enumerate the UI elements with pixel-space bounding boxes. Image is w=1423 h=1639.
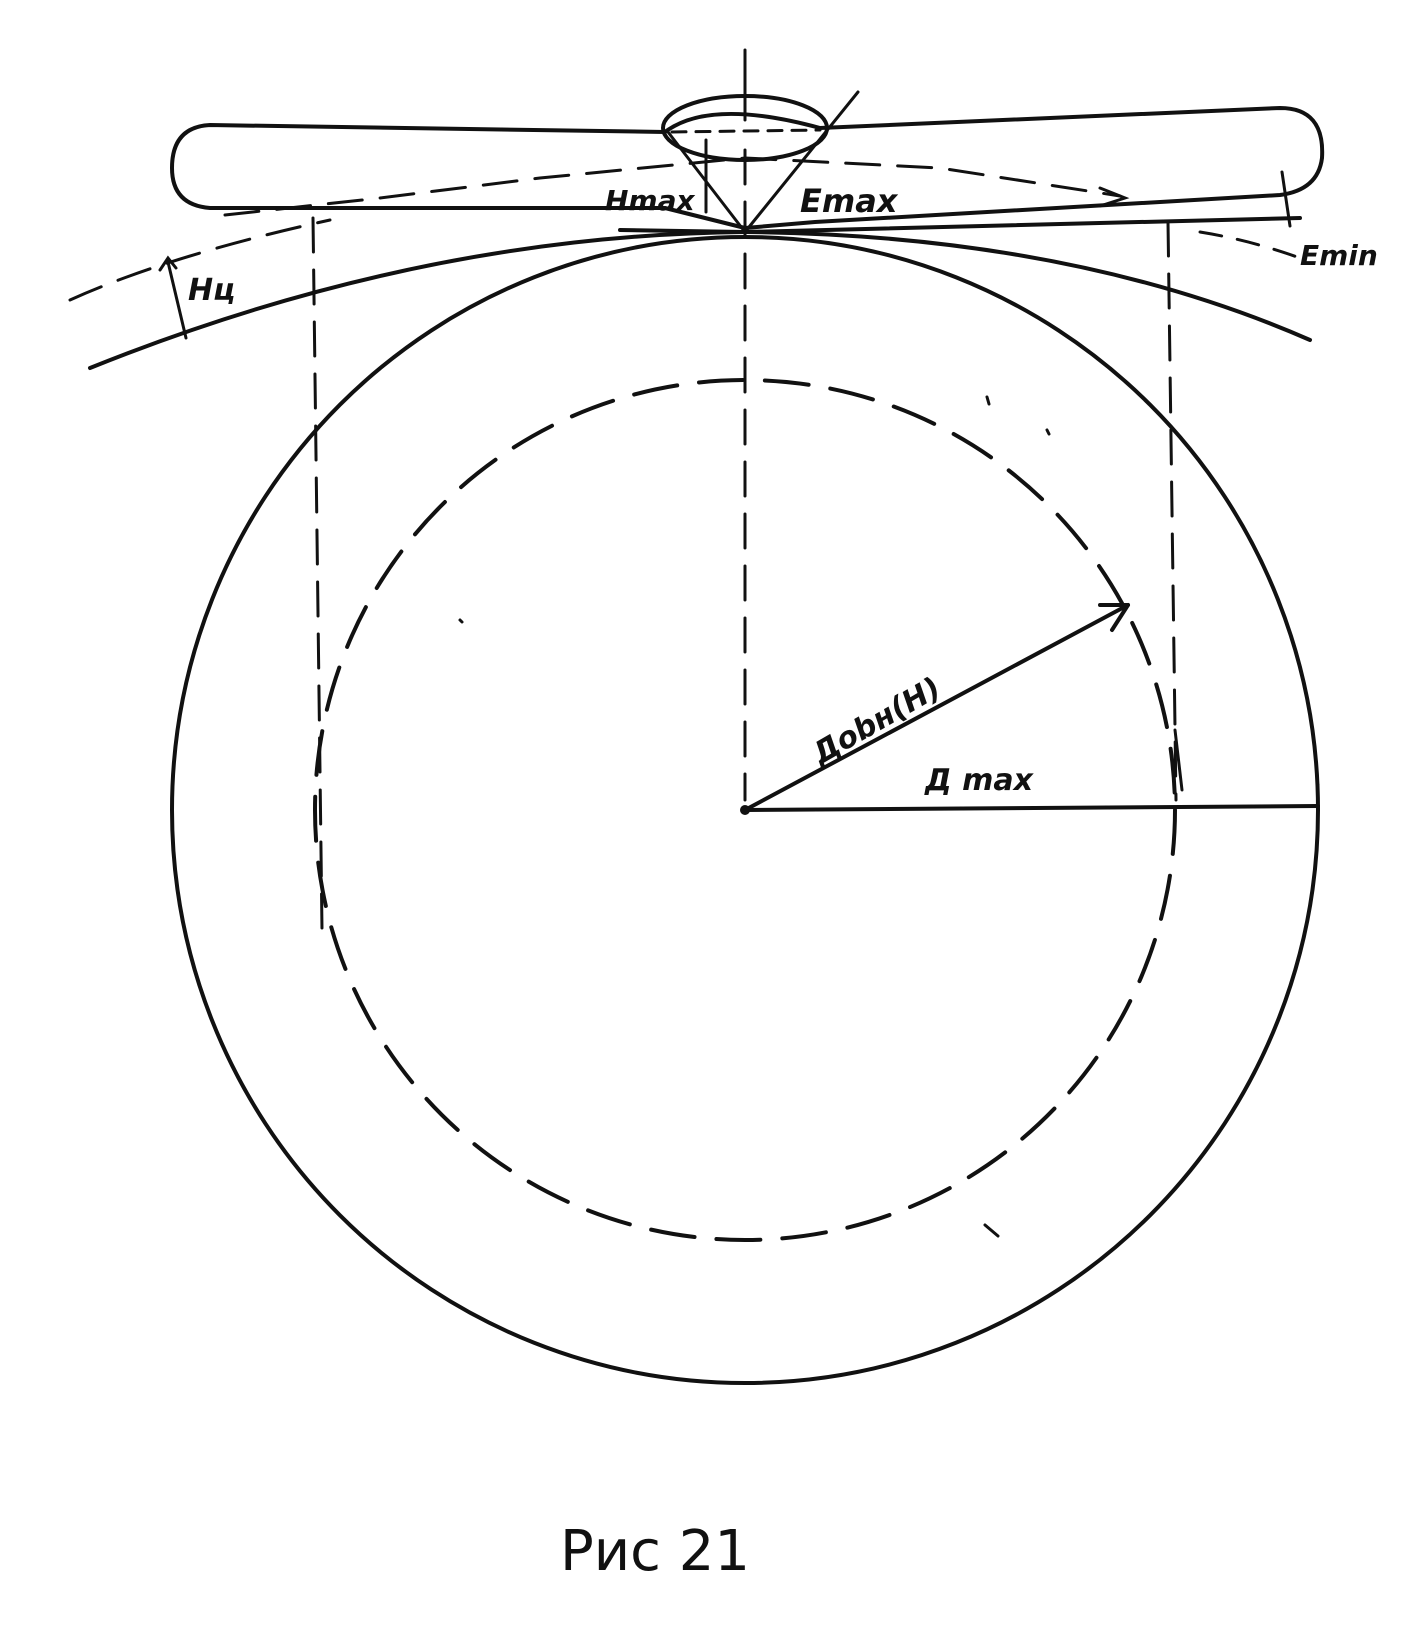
speck-2 [1045,428,1051,436]
label-eps-min: Emin [1300,239,1378,272]
horizon-dashed-left [68,218,332,302]
label-eps-max: Emax [800,182,899,220]
label-h-max: Hmax [605,184,696,217]
figure-caption: Рис 21 [560,1519,750,1584]
d-max-radius-line [743,804,1320,812]
radome-dashed-chord [670,128,822,134]
horizon-dashed-right [1198,230,1302,260]
label-d-max: Д max [924,763,1035,798]
inner-dashed-circle [313,378,1177,1242]
projection-line-left [311,216,324,932]
d-obn-radius-line [743,603,1130,812]
label-h-c: Hц [188,273,235,308]
label-d-obn: Дobн(H) [806,671,947,773]
hc-arrow-line [166,260,188,340]
earth-horizon-arc [88,230,1312,370]
tangent-line-right [743,216,1302,234]
d-max-inner-tick [1173,728,1184,792]
speck-4 [983,1223,1000,1238]
aircraft-dashed-line [223,156,1122,217]
projection-line-right [1166,220,1178,802]
radome-ellipse [661,94,829,162]
aircraft-body [170,106,1325,230]
speck-3 [458,618,464,624]
d-obn-arrowhead [1098,603,1130,632]
speck-1 [985,395,991,406]
emin-arrow-line [1280,170,1292,228]
hc-arrowhead [158,255,178,272]
dashed-arrowhead [1098,186,1130,208]
